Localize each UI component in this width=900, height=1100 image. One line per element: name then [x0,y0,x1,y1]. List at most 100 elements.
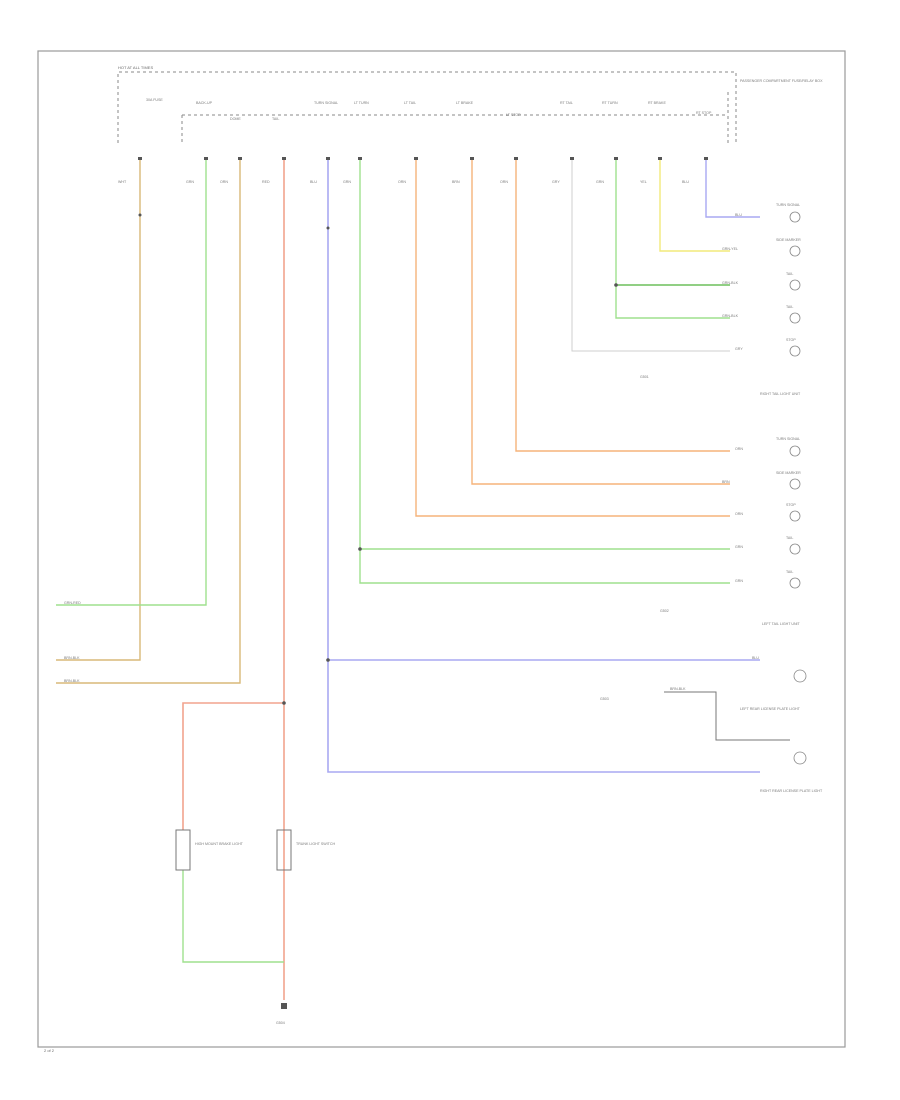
rtl-ground: G501 [640,375,649,379]
fuse-label-3: TAIL [272,117,279,121]
diagram-frame [37,50,846,1048]
wire-salmon-branch [182,702,284,830]
fuse-label-0: 30A FUSE [146,98,163,102]
lp-wire: BLU [752,656,759,660]
rtl-wire-4: GRY [735,347,743,351]
wire-tan-a [56,160,141,661]
fuse-label-2: DOME [230,117,241,121]
high-mount-brake-light [175,829,191,871]
wire-code-10: GRN [596,180,604,184]
bottom-ground: G504 [276,1021,285,1025]
fuse-label-4: TURN SIGNAL [314,101,338,105]
rtl-title: RIGHT TAIL LIGHT UNIT [760,392,801,396]
bulb-icon [789,445,801,457]
lp-ground: G503 [600,697,609,701]
fuse-label-7: LT BRAKE [456,101,474,105]
wire-blue-right [705,160,760,218]
fuse-label-6: LT TAIL [404,101,416,105]
bulb-icon [789,279,801,291]
wire-code-9: GRY [552,180,560,184]
wire-yellow [659,160,730,252]
sheet-number: 2 of 2 [44,1048,55,1053]
wire-orange-a [415,160,730,517]
ltl-wire-3: GRN [735,545,743,549]
ltl-wire-0: ORN [735,447,743,451]
wire-code-1: GRN [186,180,194,184]
wire-group [56,160,760,1000]
wire-orange-b [471,160,730,485]
wire-code-8: ORN [500,180,508,184]
wire-tan-b [56,160,241,684]
bottom-left-unit: HIGH MOUNT BRAKE LIGHT [195,842,244,846]
ltl-title: LEFT TAIL LIGHT UNIT [762,622,801,626]
wire-code-11: YEL [640,180,647,184]
ltl-ground: G502 [660,609,669,613]
bottom-right-unit: TRUNK LIGHT SWITCH [296,842,335,846]
fuse-box-header: HOT AT ALL TIMES [118,65,153,70]
rtl-item-3: TAIL [786,305,793,309]
ltl-item-4: TAIL [786,570,793,574]
wire-code-12: BLU [682,180,689,184]
ground-icon [281,1003,287,1009]
fuse-relay-box: HOT AT ALL TIMES PASSENGER COMPARTMENT F… [117,65,823,184]
fuse-label-10: RT TURN [602,101,618,105]
left-tail-light-unit: TURN SIGNAL SIDE MARKER STOP TAIL TAIL O… [660,437,801,626]
wire-green-c [615,160,730,319]
rtl-wire-1: GRN-YEL [722,247,738,251]
wire-code-2: ORN [220,180,228,184]
bulb-icon [793,669,807,683]
rtl-wire-2: GRN-BLK [722,281,739,285]
fuse-label-9: RT TAIL [560,101,573,105]
bulb-icon [789,478,801,490]
wire-code-7: BRN [452,180,460,184]
bulb-icon [793,751,807,765]
lp-left-label: LEFT REAR LICENSE PLATE LIGHT [740,707,801,711]
wire-code-6: ORN [398,180,406,184]
rtl-item-1: SIDE MARKER [776,238,801,242]
wire-blue-main [327,160,760,773]
left-side-wires: GRN-RED BRN-BLK BRN-BLK [64,601,81,683]
rtl-wire-0: BLU [735,213,742,217]
fuse-box-side-label: PASSENGER COMPARTMENT FUSE/RELAY BOX [740,79,823,83]
ltl-item-1: SIDE MARKER [776,471,801,475]
license-plate-lights: BLU BRN-BLK G503 LEFT REAR LICENSE PLATE… [600,656,823,793]
rtl-wire-3: GRN-BLK [722,314,739,318]
bulb-icon [789,245,801,257]
right-tail-light-unit: TURN SIGNAL SIDE MARKER TAIL TAIL STOP B… [640,203,801,396]
wire-code-4: BLU [310,180,317,184]
trunk-light-switch [276,829,292,871]
left-wire-2: BRN-BLK [64,679,80,683]
bulb-icon [789,211,801,223]
lp-right-label: RIGHT REAR LICENSE PLATE LIGHT [760,789,823,793]
left-wire-0: GRN-RED [64,601,81,605]
bulb-icon [789,543,801,555]
ltl-item-3: TAIL [786,536,793,540]
fuse-label-1: BACK-UP [196,101,213,105]
ltl-item-2: STOP [786,503,796,507]
rtl-item-0: TURN SIGNAL [776,203,800,207]
ltl-item-0: TURN SIGNAL [776,437,800,441]
wire-code-3: RED [262,180,270,184]
bulb-icon [789,312,801,324]
fuse-label-12: RT STOP [696,111,712,115]
ltl-wire-1: BRN [722,480,730,484]
ltl-wire-4: GRN [735,579,743,583]
wire-code-5: GRN [343,180,351,184]
rtl-item-4: STOP [786,338,796,342]
lp-ground-wire: BRN-BLK [670,687,686,691]
connector-row [138,157,708,160]
wire-green-b [359,160,730,584]
wire-code-0: WHT [118,180,127,184]
bulb-icon [789,345,801,357]
wire-green-a [56,160,207,606]
rtl-item-2: TAIL [786,272,793,276]
wire-gray [571,160,730,352]
wire-green-bottom [182,870,284,963]
wire-orange-c [515,160,730,452]
bulb-icon [789,510,801,522]
fuse-label-8: LT STOP [506,113,521,117]
fuse-label-5: LT TURN [354,101,369,105]
bottom-units: HIGH MOUNT BRAKE LIGHT TRUNK LIGHT SWITC… [175,829,335,1025]
fuse-label-11: RT BRAKE [648,101,666,105]
